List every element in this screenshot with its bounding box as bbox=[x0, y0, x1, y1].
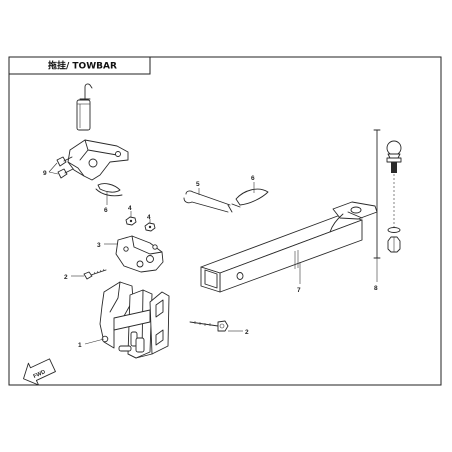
mount-plate-3 bbox=[115, 235, 164, 273]
callout-1: 1 bbox=[78, 342, 82, 349]
callout-6-middle: 6 bbox=[251, 175, 255, 182]
bolt-2-right bbox=[189, 320, 229, 332]
callout-9: 9 bbox=[43, 170, 47, 177]
nut-4-right bbox=[144, 222, 156, 232]
callout-4-right: 4 bbox=[147, 214, 151, 221]
spring-clip-6 bbox=[231, 188, 269, 208]
callout-3: 3 bbox=[97, 242, 101, 249]
hitch-pin-5 bbox=[183, 190, 233, 213]
callout-2-left: 2 bbox=[64, 274, 68, 281]
towbar-tube-7 bbox=[200, 201, 378, 293]
callout-4-left: 4 bbox=[128, 205, 132, 212]
upper-bracket bbox=[67, 139, 129, 181]
title-tab bbox=[8, 56, 151, 75]
nut-4-left bbox=[125, 216, 137, 226]
bolt-pair-9 bbox=[56, 156, 74, 179]
callout-5: 5 bbox=[196, 181, 200, 188]
callout-7: 7 bbox=[297, 287, 301, 294]
receiver-bracket-1 bbox=[99, 281, 170, 359]
diagram-frame bbox=[8, 56, 442, 386]
fwd-arrow-icon: FWD bbox=[23, 358, 56, 386]
hitch-ball-8 bbox=[373, 129, 402, 259]
fwd-label: FWD bbox=[33, 369, 47, 380]
callout-8: 8 bbox=[374, 285, 378, 292]
callout-2-right: 2 bbox=[245, 329, 249, 336]
hitch-pin bbox=[76, 83, 93, 131]
diagram-title: 拖挂/ TOWBAR bbox=[48, 60, 117, 72]
spring-clip-left bbox=[95, 183, 123, 197]
bolt-2-left bbox=[83, 268, 107, 280]
callout-6-left: 6 bbox=[104, 207, 108, 214]
